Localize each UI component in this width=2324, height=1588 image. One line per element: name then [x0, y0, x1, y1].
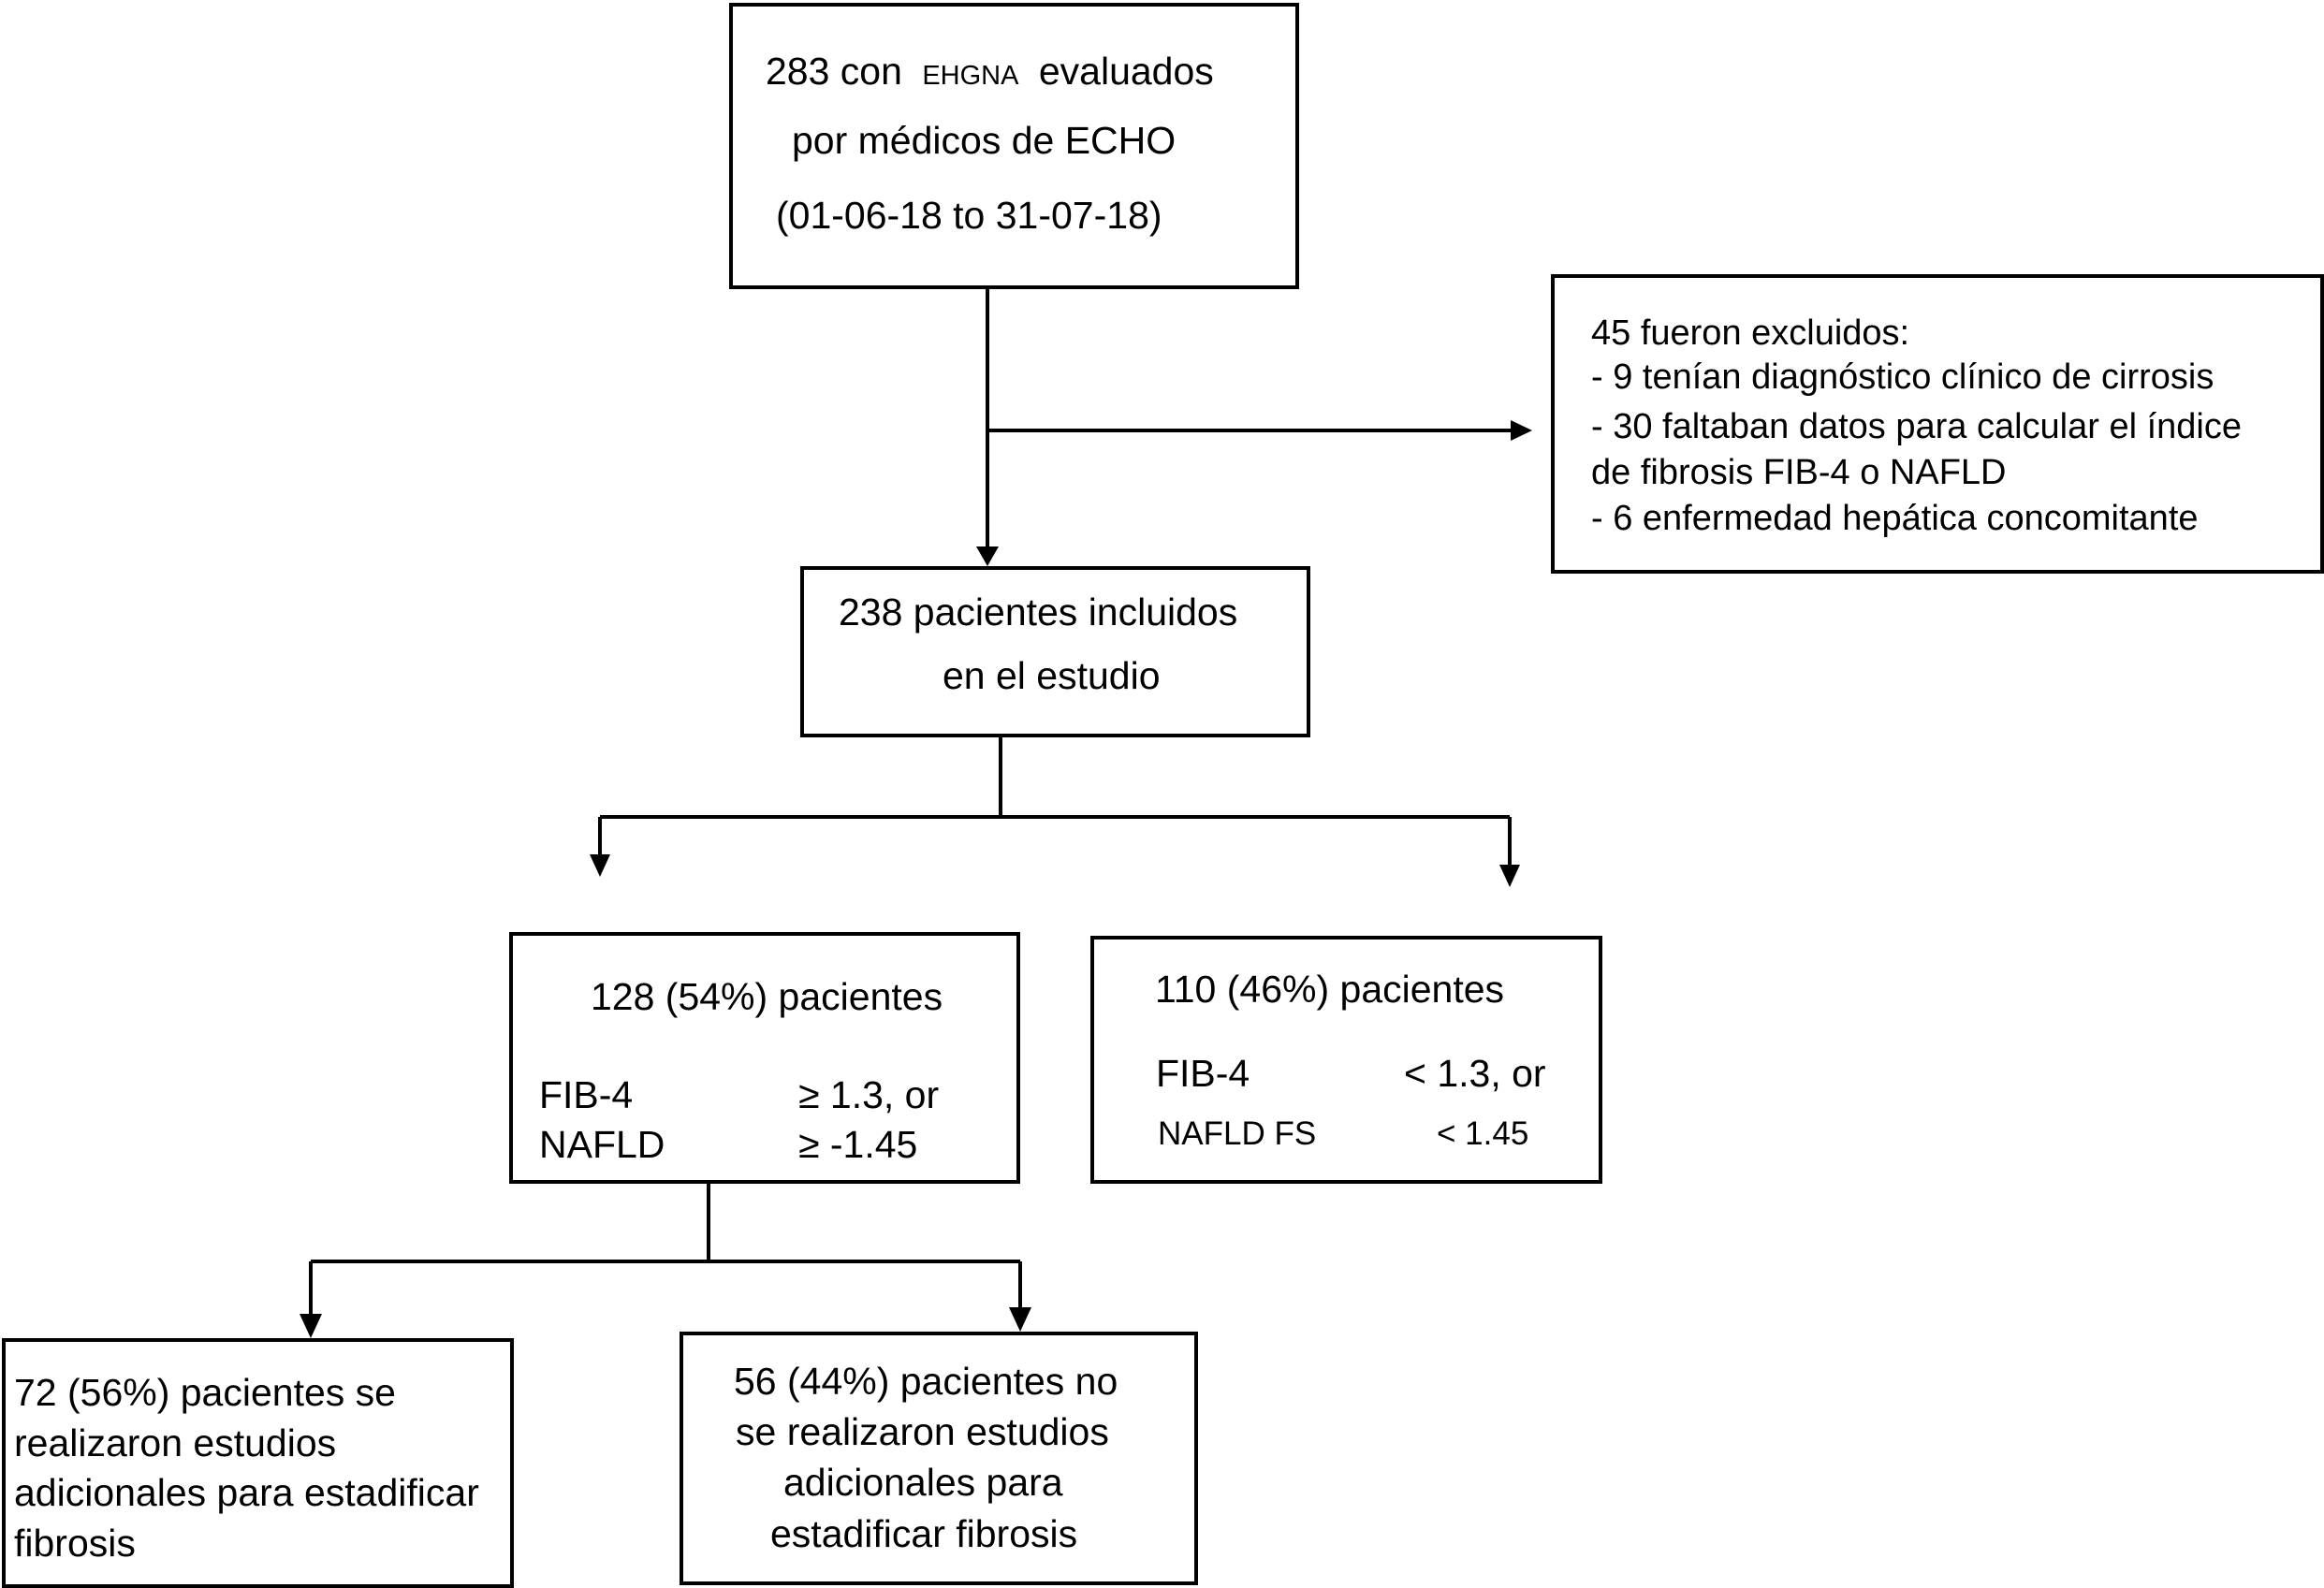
- excluded-item-missing-data: - 30 faltaban datos para calcular el índ…: [1591, 407, 2242, 446]
- start-box: [729, 3, 1299, 289]
- low-risk-box: [1090, 936, 1602, 1184]
- high-risk-fib4-label: FIB-4: [539, 1073, 634, 1116]
- excluded-item-liver-disease: - 6 enfermedad hepática concomitante: [1591, 499, 2199, 538]
- start-box-evaluated: evaluados: [1038, 50, 1214, 93]
- arrowhead-high-risk: [590, 854, 610, 877]
- included-box: [800, 566, 1310, 737]
- no-additional-studies-box: [680, 1332, 1198, 1585]
- excluded-box: [1551, 274, 2324, 574]
- arrowhead-additional: [300, 1314, 322, 1338]
- no-additional-studies-line2: se realizaron estudios: [736, 1410, 1109, 1453]
- low-risk-nafld-label: NAFLD FS: [1158, 1115, 1317, 1152]
- high-risk-nafld-label: NAFLD: [539, 1123, 665, 1166]
- included-box-line1: 238 pacientes incluidos: [839, 590, 1238, 634]
- no-additional-studies-line1: 56 (44%) pacientes no: [734, 1360, 1118, 1403]
- arrowhead-low-risk: [1499, 865, 1520, 887]
- included-box-line2: en el estudio: [943, 654, 1161, 697]
- high-risk-nafld-value: ≥ -1.45: [798, 1123, 918, 1166]
- low-risk-fib4-value: < 1.3, or: [1404, 1052, 1546, 1095]
- additional-studies-box: [2, 1338, 514, 1588]
- additional-studies-line1: 72 (56%) pacientes se: [14, 1371, 396, 1414]
- arrowhead-no-additional: [1009, 1307, 1031, 1332]
- start-box-line3: (01-06-18 to 31-07-18): [776, 194, 1162, 237]
- arrowhead-included: [976, 546, 999, 566]
- low-risk-count: 110 (46%) pacientes: [1155, 968, 1505, 1011]
- additional-studies-line3: adicionales para estadificar: [14, 1471, 479, 1514]
- low-risk-fib4-label: FIB-4: [1156, 1052, 1250, 1095]
- no-additional-studies-line4: estadificar fibrosis: [770, 1512, 1078, 1555]
- excluded-box-title: 45 fueron excluidos:: [1591, 313, 1910, 353]
- no-additional-studies-line3: adicionales para: [783, 1461, 1063, 1504]
- start-box-count: 283 con: [766, 50, 902, 93]
- arrowhead-excluded: [1511, 420, 1532, 441]
- start-box-line2: por médicos de ECHO: [792, 119, 1177, 162]
- low-risk-nafld-value: < 1.45: [1437, 1115, 1529, 1152]
- start-box-line1: 283 con EHGNA evaluados: [766, 52, 1214, 91]
- high-risk-fib4-value: ≥ 1.3, or: [798, 1073, 940, 1116]
- additional-studies-line4: fibrosis: [14, 1522, 136, 1565]
- excluded-item-missing-data-cont: de fibrosis FIB-4 o NAFLD: [1591, 453, 2007, 492]
- additional-studies-line2: realizaron estudios: [14, 1421, 337, 1464]
- high-risk-box: [509, 932, 1020, 1184]
- high-risk-count: 128 (54%) pacientes: [591, 975, 943, 1018]
- start-box-abbrev: EHGNA: [922, 61, 1019, 91]
- excluded-item-cirrhosis: - 9 tenían diagnóstico clínico de cirros…: [1591, 357, 2214, 397]
